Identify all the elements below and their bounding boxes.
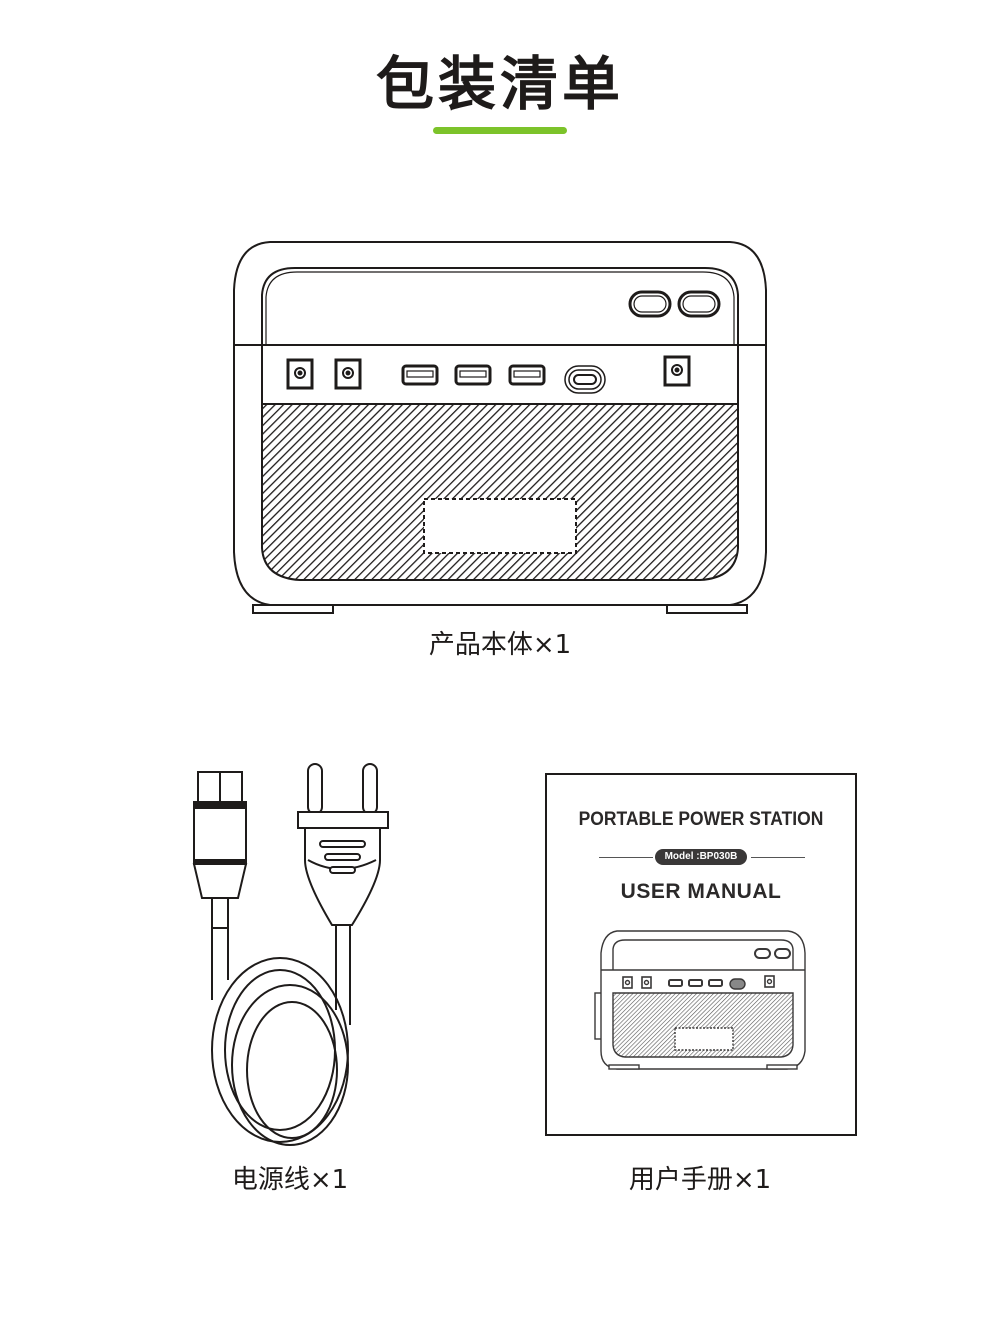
user-manual-icon: PORTABLE POWER STATION Model :BP030B USE… (545, 773, 857, 1136)
manual-model-row: Model :BP030B (599, 849, 805, 865)
power-cord-caption: 电源线×1 (231, 1165, 349, 1195)
power-cord-icon (192, 763, 389, 1146)
title-underline (433, 127, 567, 134)
manual-model-badge: Model :BP030B (655, 849, 747, 865)
product-caption: 产品本体×1 (428, 630, 572, 660)
power-station-icon (233, 241, 767, 614)
page-title: 包装清单 (375, 50, 624, 118)
manual-subtitle: USER MANUAL (620, 880, 782, 903)
manual-product-image (595, 930, 810, 1070)
divider (599, 857, 653, 858)
manual-heading: PORTABLE POWER STATION (578, 809, 824, 830)
user-manual-caption: 用户手册×1 (628, 1165, 772, 1195)
divider (751, 857, 805, 858)
